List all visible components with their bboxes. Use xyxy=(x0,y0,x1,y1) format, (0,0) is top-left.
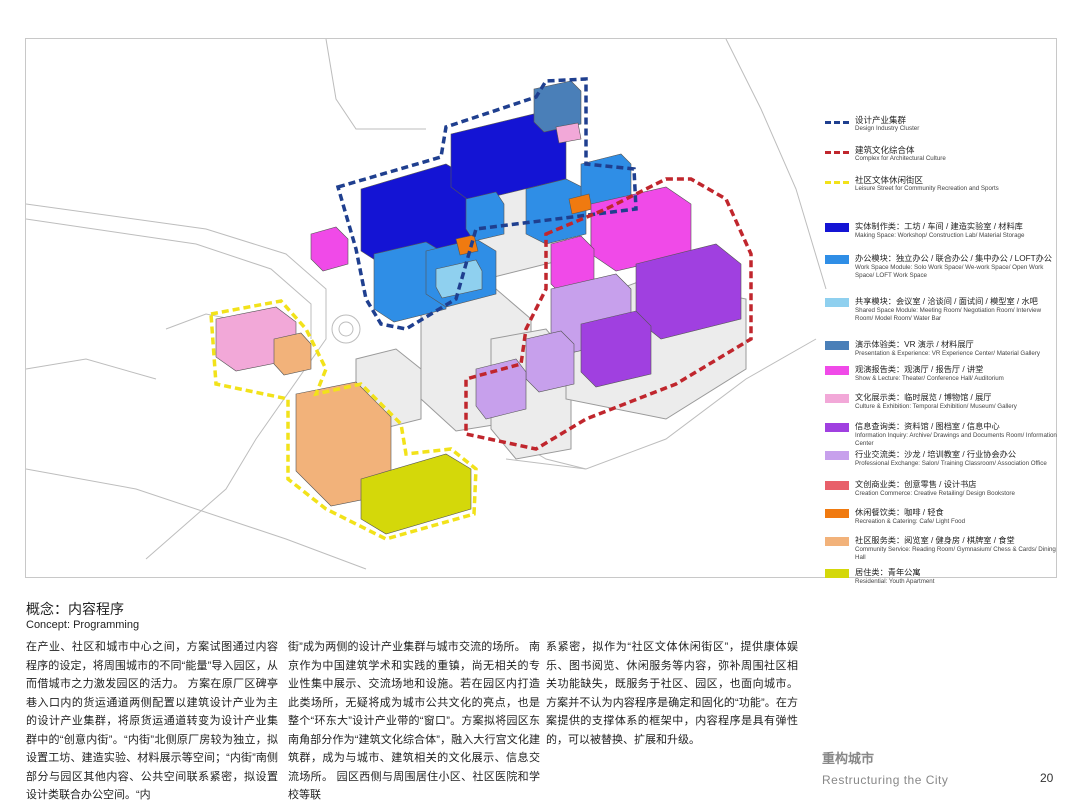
legend-category-label-en: Work Space Module: Solo Work Space/ We-w… xyxy=(855,264,1044,279)
legend-category-label: 居住类：青年公寓 xyxy=(855,568,921,577)
color-swatch xyxy=(825,341,849,350)
color-swatch xyxy=(825,298,849,307)
legend-category-label: 演示体验类：VR 演示 / 材料展厅 xyxy=(855,340,974,349)
legend-zone-label-en: Complex for Architectural Culture xyxy=(855,155,946,162)
legend-category-label-en: Community Service: Reading Room/ Gymnasi… xyxy=(855,546,1056,561)
body-column-3: 系紧密，拟作为“社区文体休闲街区”，提供康体娱乐、图书阅览、休闲服务等内容，弥补… xyxy=(546,638,798,749)
axonometric-diagram-panel xyxy=(25,38,1057,578)
legend-category-label: 社区服务类：阅览室 / 健身房 / 棋牌室 / 食堂 xyxy=(855,536,1015,545)
legend-zone-label: 社区文体休闲街区 xyxy=(855,175,924,185)
legend-category-label-en: Making Space: Workshop/ Construction Lab… xyxy=(855,232,1025,239)
axonometric-diagram xyxy=(26,39,827,570)
legend-category-label: 文化展示类：临时展览 / 博物馆 / 展厅 xyxy=(855,393,992,402)
legend-category-label-en: Residential: Youth Apartment xyxy=(855,578,935,585)
color-swatch xyxy=(825,569,849,578)
legend-zone-label-en: Leisure Street for Community Recreation … xyxy=(855,185,999,192)
legend-zone-label: 建筑文化综合体 xyxy=(855,145,915,155)
book-title-en: Restructuring the City xyxy=(822,773,949,787)
legend-category-label: 办公模块：独立办公 / 联合办公 / 集中办公 / LOFT办公 xyxy=(855,254,1052,263)
legend-category-label: 休闲餐饮类：咖啡 / 轻食 xyxy=(855,508,944,517)
color-swatch xyxy=(825,481,849,490)
legend-zone-label: 设计产业集群 xyxy=(855,115,907,125)
dashed-line-swatch xyxy=(825,181,849,184)
legend-category-label: 共享模块：会议室 / 洽谈间 / 面试间 / 模型室 / 水吧 xyxy=(855,297,1038,306)
color-swatch xyxy=(825,223,849,232)
legend-category-label-en: Creation Commerce: Creative Retailing/ D… xyxy=(855,490,1015,497)
body-column-2: 街”成为两侧的设计产业集群与城市交流的场所。 南京作为中国建筑学术和实践的重镇，… xyxy=(288,638,540,805)
legend-category-label: 文创商业类：创意零售 / 设计书店 xyxy=(855,480,977,489)
page-number: 20 xyxy=(1040,771,1054,785)
legend-category-label: 行业交流类：沙龙 / 培训教室 / 行业协会办公 xyxy=(855,450,1017,459)
legend-category-label: 信息查询类：资料馆 / 图档室 / 信息中心 xyxy=(855,422,1000,431)
color-swatch xyxy=(825,255,849,264)
body-column-1: 在产业、社区和城市中心之间，方案试图通过内容程序的设定，将周围城市的不同“能量”… xyxy=(26,638,278,805)
section-subtitle: Concept: Programming xyxy=(26,619,140,631)
legend-category-label: 观演报告类：观演厅 / 报告厅 / 讲堂 xyxy=(855,365,984,374)
legend-category-label-en: Information Inquiry: Archive/ Drawings a… xyxy=(855,432,1057,447)
color-swatch xyxy=(825,509,849,518)
legend-zone-label-en: Design Industry Cluster xyxy=(855,125,920,132)
dashed-line-swatch xyxy=(825,151,849,154)
legend-category-label-en: Presentation & Experience: VR Experience… xyxy=(855,350,1041,357)
culture-complex-blocks xyxy=(475,186,742,420)
site-linework xyxy=(26,39,827,570)
body-text: 街”成为两侧的设计产业集群与城市交流的场所。 南京作为中国建筑学术和实践的重镇，… xyxy=(288,641,540,801)
zone-outlines xyxy=(209,77,753,541)
book-title-zh: 重构城市 xyxy=(822,751,875,766)
legend-category-label-en: Professional Exchange: Salon/ Training C… xyxy=(855,460,1047,467)
color-swatch xyxy=(825,394,849,403)
community-leisure-blocks xyxy=(215,306,472,535)
dashed-line-swatch xyxy=(825,121,849,124)
legend-category-label-en: Show & Lecture: Theater/ Conference Hall… xyxy=(855,375,1004,382)
legend-category-label: 实体制作类：工坊 / 车间 / 建造实验室 / 材料库 xyxy=(855,222,1023,231)
section-title: 概念：内容程序 xyxy=(26,601,124,617)
section-heading: 概念：内容程序 Concept: Programming xyxy=(26,600,139,632)
body-text: 系紧密，拟作为“社区文体休闲街区”，提供康体娱乐、图书阅览、休闲服务等内容，弥补… xyxy=(546,641,798,746)
color-swatch xyxy=(825,366,849,375)
legend-category-label-en: Recreation & Catering: Cafe/ Light Food xyxy=(855,518,966,525)
legend-category-label-en: Shared Space Module: Meeting Room/ Negot… xyxy=(855,307,1042,322)
color-swatch xyxy=(825,451,849,460)
color-swatch xyxy=(825,537,849,546)
color-swatch xyxy=(825,423,849,432)
book-title: 重构城市 Restructuring the City xyxy=(822,750,948,788)
body-text: 在产业、社区和城市中心之间，方案试图通过内容程序的设定，将周围城市的不同“能量”… xyxy=(26,641,278,801)
design-industry-blocks xyxy=(310,80,632,323)
legend-category-label-en: Culture & Exhibition: Temporal Exhibitio… xyxy=(855,403,1017,410)
